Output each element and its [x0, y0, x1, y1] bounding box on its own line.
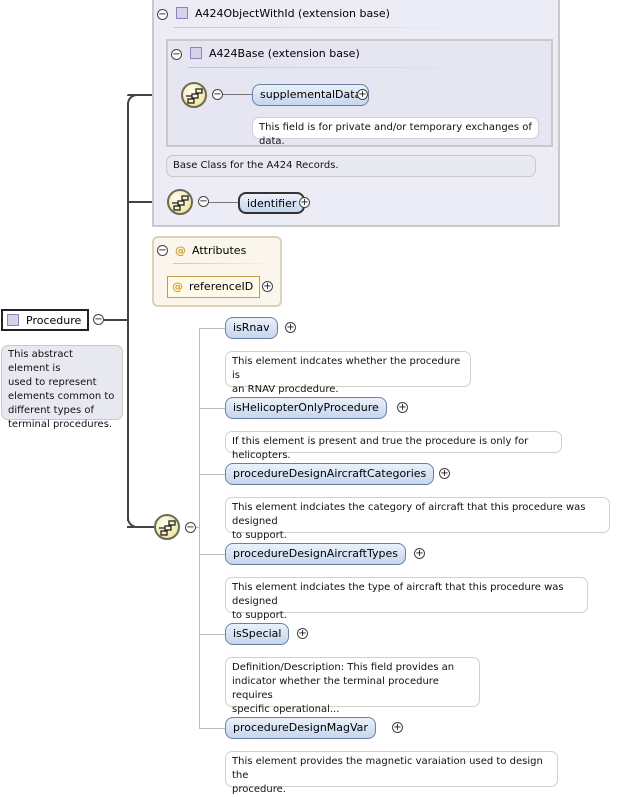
expand-element-icon[interactable]: +: [397, 402, 408, 413]
complex-type-icon: [190, 47, 202, 59]
connector-identifier: [127, 201, 169, 203]
collapse-root-icon[interactable]: −: [93, 314, 104, 325]
branch-connector: [199, 728, 225, 729]
expand-element-icon[interactable]: +: [297, 628, 308, 639]
element-supplementaldata[interactable]: supplementalData: [252, 84, 370, 106]
collapse-sequence-icon[interactable]: −: [198, 196, 209, 207]
connector-trunk: [127, 103, 129, 521]
note-line: This element indciates the category of a…: [232, 502, 586, 527]
element-isspecial[interactable]: isSpecial: [225, 623, 290, 645]
note-line: to support.: [232, 610, 287, 621]
connector: [223, 94, 252, 95]
expand-referenceid-icon[interactable]: +: [262, 281, 273, 292]
procedure-note: This abstract element is used to represe…: [1, 345, 123, 430]
separator: [173, 263, 273, 264]
expand-element-icon[interactable]: +: [439, 468, 450, 479]
element-note: This element indciates the category of a…: [225, 497, 610, 541]
connector: [196, 527, 200, 528]
attributes-header: @Attributes: [175, 244, 247, 257]
attribute-icon: @: [175, 244, 186, 257]
base-header: A424Base (extension base): [190, 47, 360, 60]
note-line: specific operational...: [232, 704, 340, 715]
branch-connector: [199, 634, 225, 635]
base-class-note: Base Class for the A424 Records.: [166, 155, 536, 177]
attribute-icon: @: [172, 280, 183, 293]
note-line: This element indcates whether the proced…: [232, 356, 461, 381]
objectwithid-header: A424ObjectWithId (extension base): [176, 7, 390, 20]
collapse-sequence-icon[interactable]: −: [212, 89, 223, 100]
note-line: to support.: [232, 530, 287, 541]
element-ishelicopteronlyprocedure[interactable]: isHelicopterOnlyProcedure: [225, 397, 387, 419]
element-note: This element provides the magnetic varai…: [225, 751, 558, 795]
complex-type-icon: [7, 314, 19, 326]
element-note: This element indcates whether the proced…: [225, 351, 471, 395]
element-note: Definition/Description: This field provi…: [225, 657, 480, 715]
branch-connector: [199, 408, 225, 409]
note-line: procedure.: [232, 784, 286, 795]
note-line: elements common to: [8, 391, 115, 402]
element-identifier[interactable]: identifier: [238, 192, 306, 214]
element-isrnav[interactable]: isRnav: [225, 317, 278, 339]
children-connector: [199, 328, 200, 728]
supplementaldata-note: This field is for private and/or tempora…: [252, 117, 539, 147]
note-line: If this element is present and true the …: [232, 436, 529, 461]
note-line: used to represent: [8, 377, 97, 388]
expand-element-icon[interactable]: +: [414, 548, 425, 559]
element-proceduredesignmagvar[interactable]: procedureDesignMagVar: [225, 717, 376, 739]
connector: [209, 202, 238, 203]
element-note: If this element is present and true the …: [225, 431, 562, 461]
separator: [188, 67, 488, 68]
sequence-icon[interactable]: [167, 189, 193, 215]
note-line: This element indciates the type of aircr…: [232, 582, 564, 607]
branch-connector: [199, 328, 225, 329]
separator: [174, 27, 474, 28]
note-line: Definition/Description: This field provi…: [232, 662, 455, 673]
sequence-icon[interactable]: [181, 82, 207, 108]
element-proceduredesignaircraftcategories[interactable]: procedureDesignAircraftCategories: [225, 463, 435, 485]
collapse-base-icon[interactable]: −: [171, 49, 182, 60]
connector-root: [104, 319, 128, 321]
note-line: This abstract element is: [8, 349, 73, 374]
connector-curve-bottom: [127, 518, 137, 528]
expand-element-icon[interactable]: +: [392, 722, 403, 733]
note-line: different types of: [8, 405, 95, 416]
branch-connector: [199, 554, 225, 555]
branch-connector: [199, 474, 225, 475]
connector-bottom: [127, 526, 155, 528]
note-line: indicator whether the terminal procedure…: [232, 676, 439, 701]
expand-element-icon[interactable]: +: [285, 322, 296, 333]
collapse-sequence-icon[interactable]: −: [185, 522, 196, 533]
note-line: This element provides the magnetic varai…: [232, 756, 543, 781]
expand-identifier-icon[interactable]: +: [299, 197, 310, 208]
connector-curve-top: [127, 94, 137, 104]
root-element-procedure[interactable]: Procedure: [1, 309, 90, 331]
note-line: an RNAV procdedure.: [232, 384, 339, 395]
complex-type-icon: [176, 7, 188, 19]
expand-supplementaldata-icon[interactable]: +: [357, 89, 368, 100]
collapse-objectwithid-icon[interactable]: −: [157, 9, 168, 20]
attribute-referenceid[interactable]: @referenceID: [167, 276, 261, 298]
note-line: terminal procedures.: [8, 419, 113, 430]
element-proceduredesignaircrafttypes[interactable]: procedureDesignAircraftTypes: [225, 543, 406, 565]
sequence-icon[interactable]: [154, 514, 180, 540]
collapse-attributes-icon[interactable]: −: [157, 245, 168, 256]
element-note: This element indciates the type of aircr…: [225, 577, 588, 621]
